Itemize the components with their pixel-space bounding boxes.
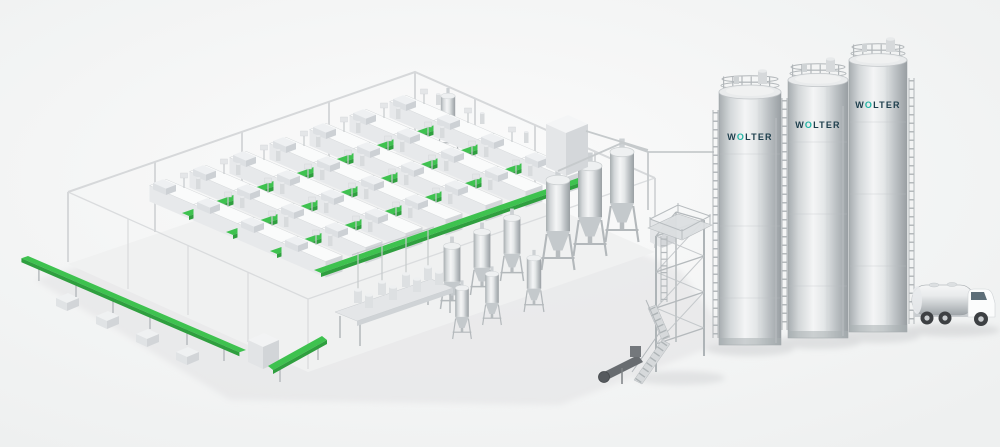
tower-stairs	[631, 299, 671, 385]
truck-window	[971, 292, 987, 300]
tower-platform	[647, 213, 713, 241]
tower-railing	[649, 203, 712, 239]
silo-filter-unit	[826, 59, 835, 72]
outfeed-conveyor-side	[21, 258, 240, 357]
screw-feeder	[598, 346, 643, 384]
outfeed-line	[21, 256, 327, 382]
blender-manifold	[334, 226, 454, 346]
support-tower	[598, 203, 713, 385]
silo-label: WOLTER	[855, 100, 901, 110]
brand-o: O	[737, 132, 745, 142]
tower-ladder	[660, 236, 668, 302]
outfeed-conveyor	[21, 256, 247, 353]
silo: WOLTER	[848, 37, 915, 333]
silo-filter-unit	[886, 39, 895, 52]
silo-group: WOLTER WOLTER	[712, 37, 915, 346]
drying-station	[334, 115, 714, 346]
dosing-cylinders	[354, 265, 443, 308]
silo-ladder	[781, 98, 788, 330]
tanker-truck	[911, 282, 996, 326]
silo-label: WOLTER	[795, 120, 841, 130]
control-cabinet	[546, 115, 588, 176]
granulator	[248, 333, 279, 369]
silo-ladder	[712, 110, 719, 338]
brand-o: O	[865, 100, 873, 110]
silo-ladder	[908, 78, 915, 324]
incline-conveyor-side	[273, 340, 327, 374]
silo-filter-unit	[758, 71, 767, 84]
truck-wheel	[920, 311, 988, 326]
silo-label: WOLTER	[727, 132, 773, 142]
incline-conveyor	[268, 336, 327, 370]
silo: WOLTER	[712, 69, 782, 346]
feed-pipes	[351, 226, 435, 290]
silo: WOLTER	[781, 57, 849, 339]
brand-o: O	[805, 120, 813, 130]
pipe-run	[557, 130, 714, 210]
